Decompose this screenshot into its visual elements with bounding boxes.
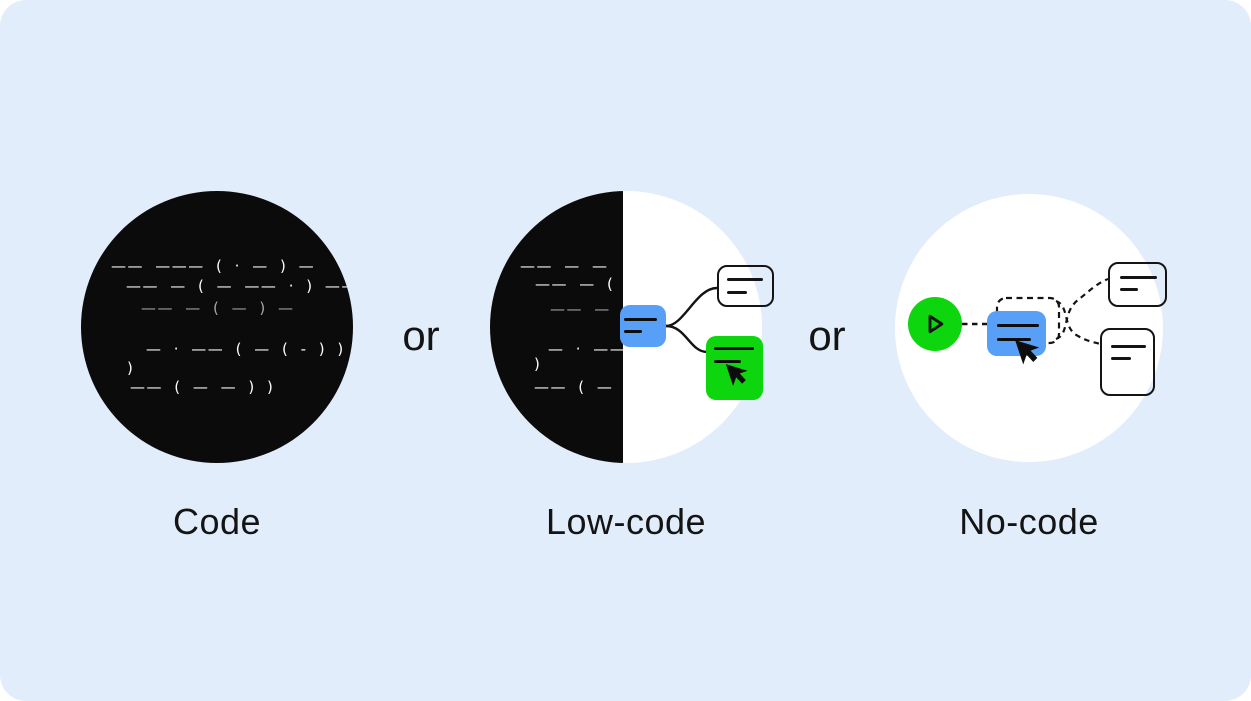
text-line — [1120, 288, 1138, 291]
play-button — [908, 297, 962, 351]
connector-lines — [665, 286, 718, 354]
code-half: —— — — —— — ( — —— — —— — · ——— ) —— ( —… — [490, 191, 623, 463]
code-line: —— ——— ( · — ) — — [111, 257, 316, 275]
cursor-arrow-icon — [725, 364, 748, 386]
text-line — [624, 330, 642, 333]
code-line: —— — ( — —— · ) —— — [126, 277, 353, 295]
text-line — [714, 347, 754, 350]
code-line: —— — —— — [550, 300, 623, 318]
label-low-code: Low-code — [545, 501, 707, 542]
code-line: —— ( — — ) ) — [130, 378, 275, 396]
lowcode-outlined-node — [717, 265, 774, 307]
label-no-code: No-code — [959, 501, 1099, 542]
cursor-arrow-icon — [1015, 340, 1040, 365]
text-line — [997, 324, 1039, 327]
text-line — [997, 338, 1031, 341]
text-line — [1111, 357, 1131, 360]
code-line: ) — [534, 355, 542, 373]
text-line — [624, 318, 657, 321]
text-line — [727, 278, 763, 281]
or-separator: or — [402, 312, 440, 359]
or-separator: or — [808, 312, 846, 359]
text-line — [727, 291, 747, 294]
code-line: — · —— ( — ( - ) ) —— — [146, 340, 353, 358]
nocode-outlined-node-bottom — [1100, 328, 1155, 396]
lowcode-green-node — [706, 336, 763, 400]
code-line: —— ( — — — [534, 378, 623, 396]
code-circle: —— ——— ( · — ) — —— — ( — —— · ) —— —— —… — [81, 191, 353, 463]
code-line: —— — ( — ) — — [141, 299, 295, 317]
text-line — [714, 360, 741, 363]
label-code: Code — [172, 501, 262, 542]
code-line: —— — ( — — [535, 275, 623, 293]
code-line: —— — — — [520, 257, 609, 275]
text-line — [1120, 276, 1157, 279]
nocode-outlined-node-top — [1108, 262, 1167, 307]
lowcode-blue-node — [620, 305, 666, 347]
play-icon — [928, 314, 944, 334]
code-line: — · ——— — [548, 340, 623, 358]
low-code-circle: —— — — —— — ( — —— — —— — · ——— ) —— ( —… — [490, 191, 762, 463]
text-line — [1111, 345, 1146, 348]
code-line: ) — [127, 359, 135, 377]
